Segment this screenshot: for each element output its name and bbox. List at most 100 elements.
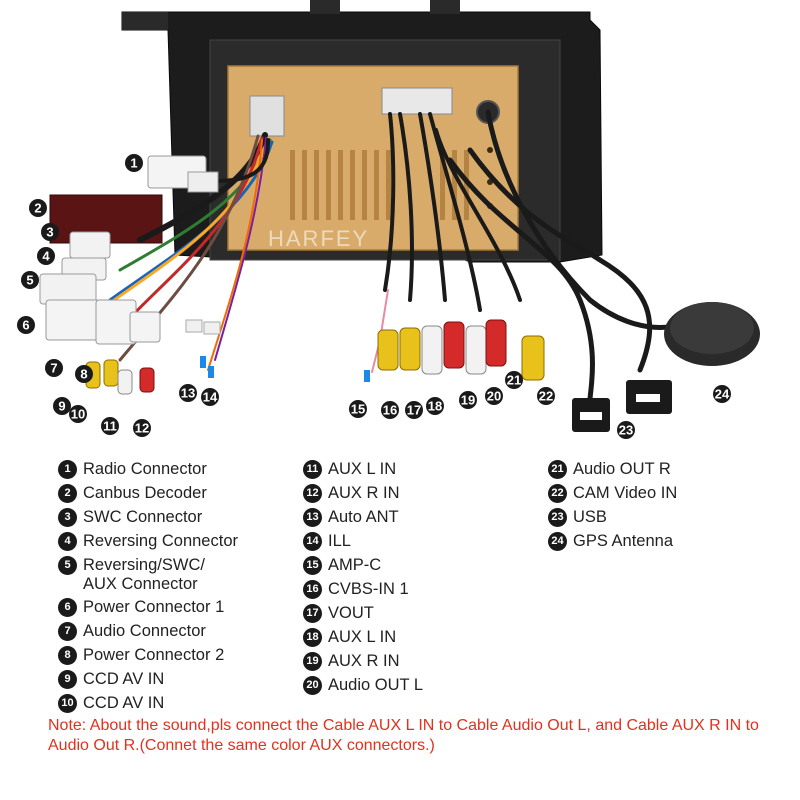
callout-number: 1 xyxy=(130,156,137,171)
legend-label: AMP-C xyxy=(328,556,382,574)
callout-number: 17 xyxy=(407,403,421,418)
callout-number: 23 xyxy=(619,423,633,438)
legend-label: Auto ANT xyxy=(328,508,399,526)
callout-circle xyxy=(21,271,39,289)
legend-number-badge: 17 xyxy=(303,604,322,623)
note-text: Note: About the sound,pls connect the Ca… xyxy=(48,717,759,754)
callout-circle xyxy=(69,405,87,423)
legend-label: CVBS-IN 1 xyxy=(328,580,409,598)
legend-number-badge: 4 xyxy=(58,532,77,551)
callout-circle xyxy=(41,223,59,241)
callout-marker: 19 xyxy=(459,391,477,409)
callout-marker: 3 xyxy=(41,223,59,241)
callout-marker: 16 xyxy=(381,401,399,419)
callout-marker: 4 xyxy=(37,247,55,265)
callout-number: 7 xyxy=(50,361,57,376)
callout-marker: 14 xyxy=(201,388,219,406)
chassis-vent-slots xyxy=(290,150,469,220)
legend-label: CCD AV IN xyxy=(83,694,165,712)
callout-circle xyxy=(459,391,477,409)
callout-marker: 13 xyxy=(179,384,197,402)
legend-number-badge: 24 xyxy=(548,532,567,551)
callout-marker: 5 xyxy=(21,271,39,289)
callout-number: 24 xyxy=(715,387,730,402)
callout-number: 21 xyxy=(507,373,521,388)
callout-number: 8 xyxy=(80,367,87,382)
callout-circle xyxy=(29,199,47,217)
legend-item: 13 Auto ANT xyxy=(303,508,423,532)
legend-label: Power Connector 2 xyxy=(83,646,225,664)
legend-label: ILL xyxy=(328,532,351,550)
callout-marker: 21 xyxy=(505,371,523,389)
callout-number: 20 xyxy=(487,389,501,404)
rear-connector-block xyxy=(381,87,453,115)
legend-number-badge: 1 xyxy=(58,460,77,479)
callout-number: 19 xyxy=(461,393,475,408)
callout-marker: 20 xyxy=(485,387,503,405)
callout-circle xyxy=(713,385,731,403)
legend-number-badge: 20 xyxy=(303,676,322,695)
callout-marker: 22 xyxy=(537,387,555,405)
legend-number-badge: 7 xyxy=(58,622,77,641)
legend-number-badge: 6 xyxy=(58,598,77,617)
radio-connector xyxy=(147,155,219,193)
usb-connectors xyxy=(572,380,672,432)
legend-number-badge: 15 xyxy=(303,556,322,575)
callout-marker: 23 xyxy=(617,421,635,439)
legend-label: Radio Connector xyxy=(83,460,207,478)
callout-marker: 7 xyxy=(45,359,63,377)
legend-number-badge: 23 xyxy=(548,508,567,527)
legend-number-badge: 11 xyxy=(303,460,322,479)
callout-circle xyxy=(45,359,63,377)
legend-number-badge: 13 xyxy=(303,508,322,527)
callout-marker: 24 xyxy=(713,385,731,403)
callout-marker: 12 xyxy=(133,419,151,437)
callout-marker: 15 xyxy=(349,400,367,418)
callout-number: 5 xyxy=(26,273,33,288)
callout-number: 6 xyxy=(22,318,29,333)
legend-label: Reversing/SWC/ AUX Connector xyxy=(83,556,205,593)
rca-cluster-center xyxy=(364,319,545,382)
callout-circle xyxy=(381,401,399,419)
callout-number: 16 xyxy=(383,403,397,418)
callout-circle xyxy=(37,247,55,265)
legend-label: AUX L IN xyxy=(328,628,397,646)
callout-circle xyxy=(125,154,143,172)
legend-number-badge: 2 xyxy=(58,484,77,503)
callout-circle xyxy=(201,388,219,406)
callout-marker: 2 xyxy=(29,199,47,217)
callout-circle xyxy=(426,397,444,415)
callout-marker: 10 xyxy=(69,405,87,423)
callout-number: 18 xyxy=(428,399,442,414)
legend-number-badge: 10 xyxy=(58,694,77,713)
callout-number: 3 xyxy=(46,225,53,240)
legend-number-badge: 8 xyxy=(58,646,77,665)
legend-label: SWC Connector xyxy=(83,508,203,526)
callout-number: 9 xyxy=(58,399,65,414)
legend-number-badge: 16 xyxy=(303,580,322,599)
legend-label: Power Connector 1 xyxy=(83,598,225,616)
rca-plugs-left xyxy=(85,359,155,395)
callout-number: 22 xyxy=(539,389,553,404)
gps-antenna xyxy=(664,302,760,366)
legend-label: Audio OUT R xyxy=(573,460,671,478)
legend-number-badge: 19 xyxy=(303,652,322,671)
legend-label: AUX R IN xyxy=(328,484,400,502)
callout-marker: 17 xyxy=(405,401,423,419)
callout-circle xyxy=(53,397,71,415)
callout-marker: 11 xyxy=(101,417,119,435)
callout-number: 14 xyxy=(203,390,218,405)
